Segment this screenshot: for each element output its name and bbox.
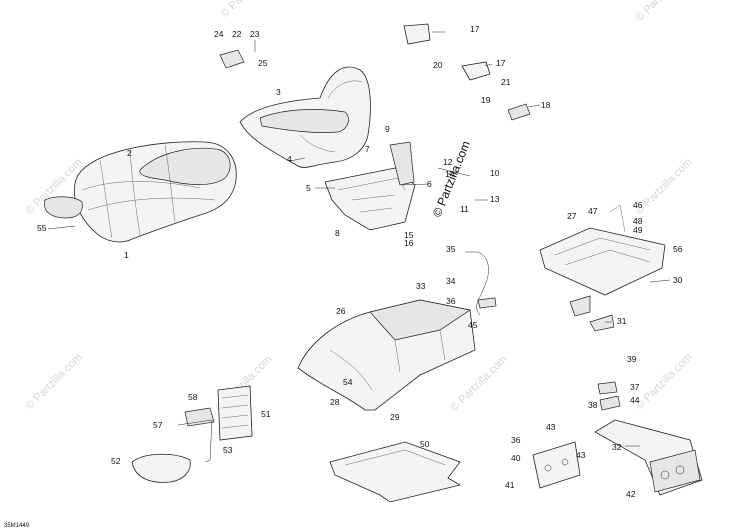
watermark: © Partzilla.com [634, 351, 695, 412]
reference-code: 35M1449 [4, 523, 30, 529]
callout-3: 3 [276, 87, 281, 97]
callout-38: 38 [588, 400, 598, 410]
callout-24: 24 [214, 29, 224, 39]
callout-27: 27 [567, 211, 577, 221]
callout-21: 21 [501, 77, 511, 87]
callout-30: 30 [673, 275, 683, 285]
callout-42: 42 [626, 489, 636, 499]
storage-tub [297, 299, 476, 411]
leader-lines [47, 31, 671, 447]
callout-28: 28 [330, 397, 340, 407]
callout-16: 16 [404, 238, 414, 248]
callout-54: 54 [343, 377, 353, 387]
callout-5: 5 [306, 183, 311, 193]
callout-43: 43 [576, 450, 586, 460]
floor-mat [329, 441, 462, 503]
callout-33: 33 [416, 281, 426, 291]
callout-37: 37 [630, 382, 640, 392]
callout-56: 56 [673, 244, 683, 254]
callout-46: 46 [633, 200, 643, 210]
callout-36: 36 [446, 296, 456, 306]
watermark: © Partzilla.com [24, 351, 85, 412]
callout-20: 20 [433, 60, 443, 70]
callout-31: 31 [617, 316, 627, 326]
callout-1: 1 [124, 250, 129, 260]
callout-19: 19 [481, 95, 491, 105]
callout-51: 51 [261, 409, 271, 419]
callout-40: 40 [511, 453, 521, 463]
callout-43: 43 [546, 422, 556, 432]
callout-22: 22 [232, 29, 242, 39]
callout-41: 41 [505, 480, 515, 490]
callout-2: 2 [127, 148, 132, 158]
bottom-left-parts [131, 385, 253, 483]
callout-48: 48 [633, 216, 643, 226]
callout-39: 39 [627, 354, 637, 364]
callout-12: 12 [443, 157, 453, 167]
rear-seat [44, 141, 237, 243]
callout-8: 8 [335, 228, 340, 238]
callout-47: 47 [588, 206, 598, 216]
seat-bracket [324, 141, 416, 231]
callout-18: 18 [541, 100, 551, 110]
callout-49: 49 [633, 225, 643, 235]
hardware-top [219, 23, 531, 121]
callout-11: 11 [460, 204, 469, 214]
callout-55: 55 [37, 223, 47, 233]
watermark: © Partzilla.com [219, 0, 280, 20]
callout-14: 14 [445, 169, 455, 179]
callout-52: 52 [111, 456, 121, 466]
callout-25: 25 [258, 58, 268, 68]
license-plate-bracket [532, 381, 703, 496]
callout-29: 29 [390, 412, 400, 422]
watermark: © Partzilla.com [634, 156, 695, 217]
callout-13: 13 [490, 194, 500, 204]
callout-44: 44 [630, 395, 640, 405]
cable [465, 251, 497, 316]
callout-15: 15 [404, 230, 414, 240]
callout-7: 7 [365, 144, 370, 154]
rear-rack [539, 204, 666, 332]
watermark: © Partzilla.com [634, 0, 695, 24]
callout-17: 17 [496, 58, 506, 68]
callout-45: 45 [468, 320, 478, 330]
callout-23: 23 [250, 29, 260, 39]
callout-9: 9 [385, 124, 390, 134]
callout-35: 35 [446, 244, 456, 254]
watermark: © Partzilla.com [449, 353, 510, 414]
callout-53: 53 [223, 445, 233, 455]
callout-50: 50 [420, 439, 430, 449]
front-seat [239, 66, 371, 168]
callout-32: 32 [612, 442, 622, 452]
callout-34: 34 [446, 276, 456, 286]
callout-58: 58 [188, 392, 198, 402]
callout-4: 4 [287, 154, 292, 164]
callout-10: 10 [490, 168, 500, 178]
callout-57: 57 [153, 420, 163, 430]
callout-26: 26 [336, 306, 346, 316]
callout-17: 17 [470, 24, 480, 34]
callout-6: 6 [427, 179, 432, 189]
callout-36: 36 [511, 435, 521, 445]
